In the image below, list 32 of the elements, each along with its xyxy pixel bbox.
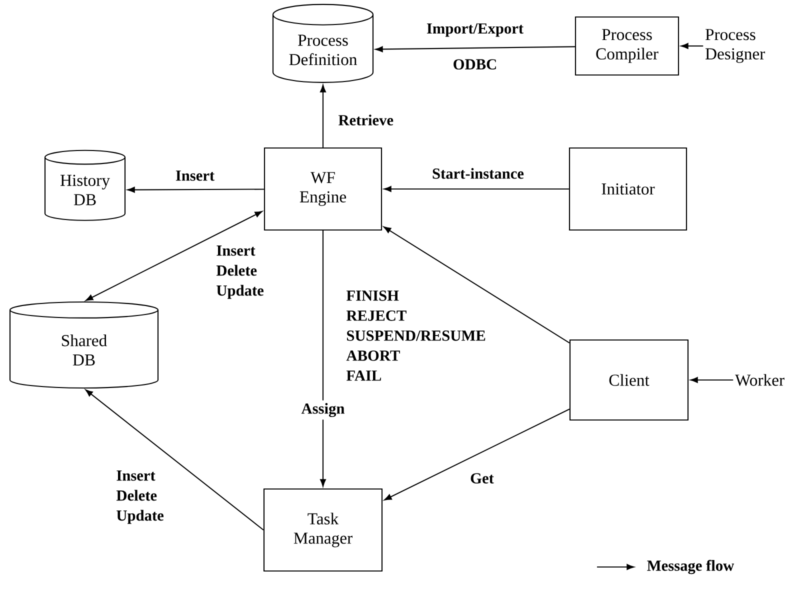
- arrow: [85, 389, 264, 530]
- edge-label: Insert Delete Update: [116, 470, 164, 524]
- database-cylinder: Shared DB: [9, 301, 159, 388]
- arrow: [680, 43, 704, 49]
- note-label: ODBC: [454, 59, 496, 70]
- arrow: [320, 230, 326, 487]
- database-cylinder: History DB: [44, 150, 126, 221]
- edge-label: Insert Delete Update: [216, 246, 264, 299]
- arrow: [384, 186, 569, 192]
- process-box: WF Engine: [264, 147, 382, 231]
- actor-label: Worker: [735, 374, 784, 386]
- edge-label: Assign: [298, 400, 348, 420]
- arrow: [86, 210, 262, 301]
- actor-label: Process Designer: [705, 29, 765, 63]
- edge-label: Import/Export: [424, 20, 526, 40]
- arrow: [375, 46, 575, 52]
- process-box: Process Compiler: [574, 16, 680, 76]
- edge-label: Insert: [172, 168, 218, 184]
- process-box: Initiator: [568, 147, 688, 231]
- edge-label: Retrieve: [336, 112, 396, 128]
- arrow: [383, 226, 570, 344]
- arrow: [690, 377, 734, 383]
- edge-label: Get: [467, 470, 497, 486]
- arrow: [127, 186, 264, 193]
- database-cylinder: Process Definition: [272, 4, 374, 83]
- process-box: Client: [569, 339, 689, 421]
- legend-label: Message flow: [647, 560, 734, 574]
- process-box: Task Manager: [263, 488, 383, 572]
- edge-label: Start-instance: [429, 165, 527, 182]
- arrow: [320, 84, 326, 148]
- arrow: [384, 408, 570, 500]
- edge-label: FINISH REJECT SUSPEND/RESUME ABORT FAIL: [346, 290, 486, 381]
